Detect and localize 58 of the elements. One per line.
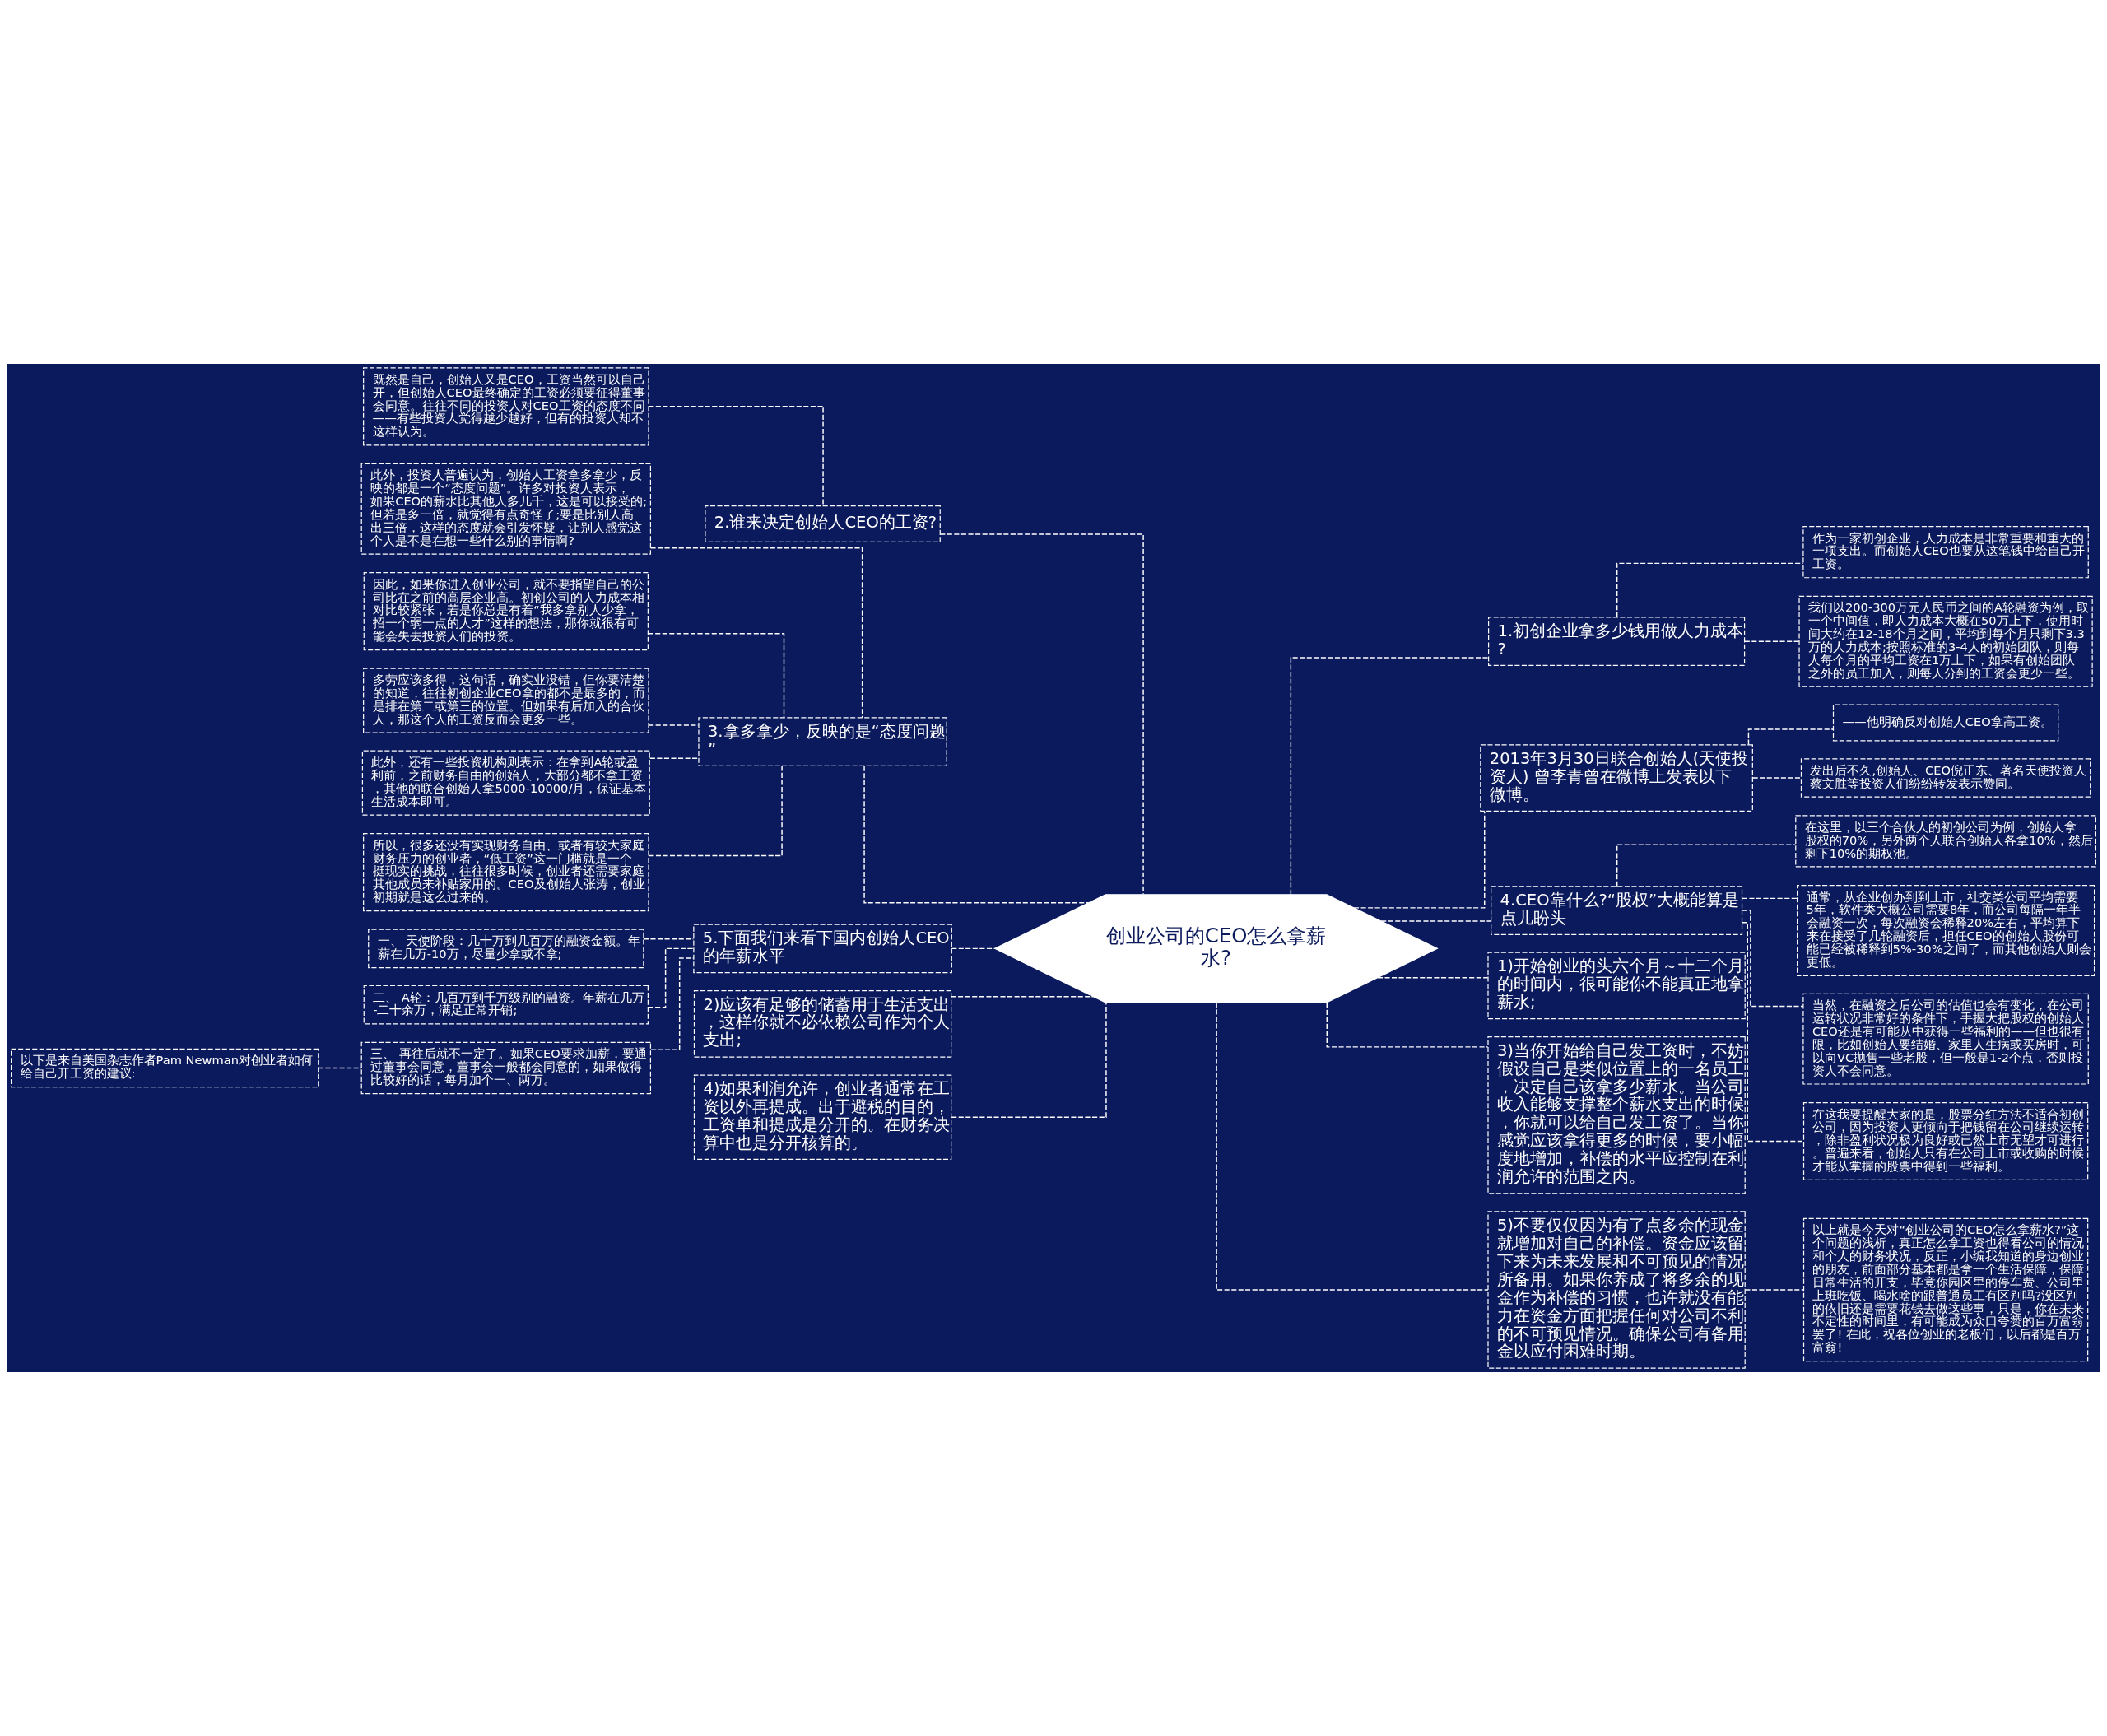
connector — [647, 633, 785, 719]
node-box: 以下是来自美国杂志作者Pam Newman对创业者如何给自己开工资的建议: — [11, 1048, 319, 1088]
node-box: 2)应该有足够的储蓄用于生活支出，这样你就不必依赖公司作为个人支出; — [693, 990, 952, 1058]
node-box: 作为一家初创企业，人力成本是非常重要和重大的一项支出。而创始人CEO也要从这笔钱中给自己开工资。 — [1802, 525, 2089, 579]
connector — [1742, 921, 1804, 1143]
node-box: 1.初创企业拿多少钱用做人力成本? — [1488, 617, 1746, 667]
connector — [1377, 976, 1489, 979]
node-box: 多劳应该多得，这句话，确实业没错，但你要清楚的知道，往往初创企业CEO拿的都不是最多的，而是排在第二或第三的位置。但如果有后加入的合伙人，那这个人的工资反而会更多一些。 — [363, 668, 649, 733]
node-box: 3)当你开始给自己发工资时，不妨假设自己是类似位置上的一名员工，决定自己该拿多少薪水。当公司收入能够支撑整个薪水支出的时候，你就可以给自己发工资了。当你感觉应该拿得更多的时候，要小幅度地增加，补偿的水平应控制在利润允许的范围之内。 — [1487, 1036, 1746, 1194]
connector — [1380, 920, 1492, 922]
node-box: 2.谁来决定创始人CEO的工资? — [705, 505, 941, 543]
node-box: 发出后不久,创始人、CEO倪正东、著名天使投资人蔡文胜等投资人们纷纷转发表示赞同。 — [1800, 758, 2091, 798]
node-box: 2013年3月30日联合创始人(天使投资人) 曾李青曾在微博上发表以下微博。 — [1480, 744, 1753, 812]
node-box: 1)开始创业的头六个月～十二个月的时间内，很可能你不能真正地拿薪水; — [1487, 952, 1746, 1020]
node-box: 所以，很多还没有实现财务自由、或者有较大家庭财务压力的创业者，“低工资”这一门槛就是一个挺现实的挑战，往往很多时候，创业者还需要家庭其他成员来补贴家用的。CEO及创始人张涛，创业初期就是这么过来的。 — [363, 833, 649, 912]
connector — [1616, 844, 1797, 887]
connector — [1744, 1289, 1804, 1291]
connector — [649, 547, 863, 719]
connector — [1742, 897, 1798, 900]
node-box: 3.拿多拿少，反映的是“态度问题” — [698, 717, 947, 766]
connector — [648, 765, 783, 857]
node-box: 此外，投资人普遍认为，创始人工资拿多拿少，反映的都是一个“态度问题”。许多对投资人表示，如果CEO的薪水比其他人多几千，这是可以接受的;但若是多一倍，就觉得有点奇怪了;要是比别人高出三倍，这样的态度就会引发怀疑，让别人感觉这个人是不是在想一些什么别的事情啊? — [360, 463, 652, 555]
node-box: 通常，从企业创办到到上市，社交类公司平均需要5年，软件类大概公司需要8年，而公司每隔一年半会融资一次，每次融资会稀释20%左右，平均算下来在接受了几轮融资后，担任CEO的创始人股份可能已经被稀释到5%-30%之间了，而其他创始人则会更低。 — [1797, 884, 2095, 976]
connector — [648, 406, 824, 507]
connector — [1742, 910, 1804, 1008]
node-box: 5)不要仅仅因为有了点多余的现金就增加对自己的补偿。资金应该留下来为未来发展和不可预见的情况所备用。如果你养成了将多余的现金作为补偿的习惯，也许就没有能力在资金方面把握任何对公司不利的不可预见情况。确保公司有备用金以应付困难时期。 — [1487, 1211, 1746, 1369]
node-box: 既然是自己，创始人又是CEO，工资当然可以自己开，但创始人CEO最终确定的工资必须要征得董事会同意。往往不同的投资人对CEO工资的态度不同——有些投资人觉得越少越好，但有的投资人却不这样认为。 — [363, 367, 649, 446]
connector — [951, 1002, 1107, 1118]
node-box: 在这我要提醒大家的是，股票分红方法不适合初创公司，因为投资人更倾向于把钱留在公司继续运转，除非盈利状况极为良好或已然上市无望才可进行。普遍来看，创始人只有在公司上市或收购的时候才能从掌握的股票中得到一些福利。 — [1802, 1101, 2089, 1181]
connector — [951, 996, 1094, 998]
connector — [1353, 810, 1486, 909]
node-box: 一、 天使阶段：几十万到几百万的融资金额。年薪在几万-10万，尽量少拿或不拿; — [368, 929, 644, 969]
connector — [1290, 657, 1489, 896]
node-box: 4)如果利润允许，创业者通常在工资以外再提成。出于避税的目的，工资单和提成是分开的。在财务决算中也是分开核算的。 — [693, 1074, 952, 1161]
connector — [1751, 777, 1802, 779]
node-box: 因此，如果你进入创业公司，就不要指望自己的公司比在之前的高层企业高。初创公司的人力成本相对比较紧张，若是你总是有着“我多拿别人少拿，招一个弱一点的人才”这样的想法，那你就很有可能会失去投资人们的投资。 — [363, 572, 649, 651]
node-box: 在这里，以三个合伙人的初创公司为例，创始人拿股权的70%，另外两个人联合创始人各拿10%，然后剩下10%的期权池。 — [1795, 815, 2096, 868]
connector — [1616, 562, 1804, 618]
connector — [650, 957, 695, 1050]
node-box: 我们以200-300万元人民币之间的A轮融资为例，取一个中间值，即人力成本大概在50万上下，使用时间大约在12-18个月之间，平均到每个月只剩下3.3万的人力成本;按照标准的3-4人的初始团队，则每人每个月的平均工资在1万上下，如果有创始团队之外的员工加入，则每人分到的工资会更少一些。 — [1798, 595, 2093, 687]
connector — [1216, 1002, 1489, 1291]
node-box: 4.CEO靠什么?“股权”大概能算是点儿盼头 — [1491, 886, 1743, 935]
connector — [1744, 640, 1800, 642]
connector — [863, 766, 1090, 904]
connector — [1747, 728, 1835, 746]
node-box: 此外，还有一些投资机构则表示：在拿到A轮或盈利前，之前财务自由的创始人，大部分都不拿工资，其他的联合创始人拿5000-10000/月，保证基本生活成本即可。 — [361, 750, 650, 816]
connector — [649, 757, 700, 759]
node-box: 三、 再往后就不一定了。如果CEO要求加薪，要通过董事会同意，董事会一般都会同意的，如果做得比较好的话，每月加个一、两万。 — [360, 1041, 652, 1095]
node-box: 以上就是今天对“创业公司的CEO怎么拿薪水?”这个问题的浅析，真正怎么拿工资也得看公司的情况和个人的财务状况，反正，小编我知道的身边创业的朋友，前面部分基本都是拿一个生活保障，保障日常生活的开支，毕竟你园区里的停车费、公司里上班吃饭、喝水啥的跟普通员工有区别吗?没区别的依旧还是需要花钱去做这些事，只是，你在未来不定性的时间里，有可能成为众口夸赞的百万富翁罢了! 在此，祝各位创业的老板们，以后都是百万富翁! — [1802, 1217, 2089, 1362]
node-box: 二、 A轮：几百万到千万级别的融资。年薪在几万-二十余万，满足正常开销; — [363, 984, 649, 1025]
connector — [318, 1067, 362, 1069]
node-box: 5.下面我们来看下国内创始人CEO的年薪水平 — [693, 924, 952, 974]
connector — [939, 533, 1144, 896]
connector — [951, 947, 996, 950]
node-box: 当然，在融资之后公司的估值也会有变化，在公司运转状况非常好的条件下，手握大把股权的创始人CEO还是有可能从中获得一些福利的——但也很有限，比如创始人要结婚、家里人生病或买房时，可以向VC抛售一些老股，但一般是1-2个点，否则投资人不会同意。 — [1802, 993, 2089, 1085]
node-box: ——他明确反对创始人CEO拿高工资。 — [1832, 704, 2059, 742]
connector — [1326, 1002, 1489, 1048]
connector — [647, 947, 695, 1008]
